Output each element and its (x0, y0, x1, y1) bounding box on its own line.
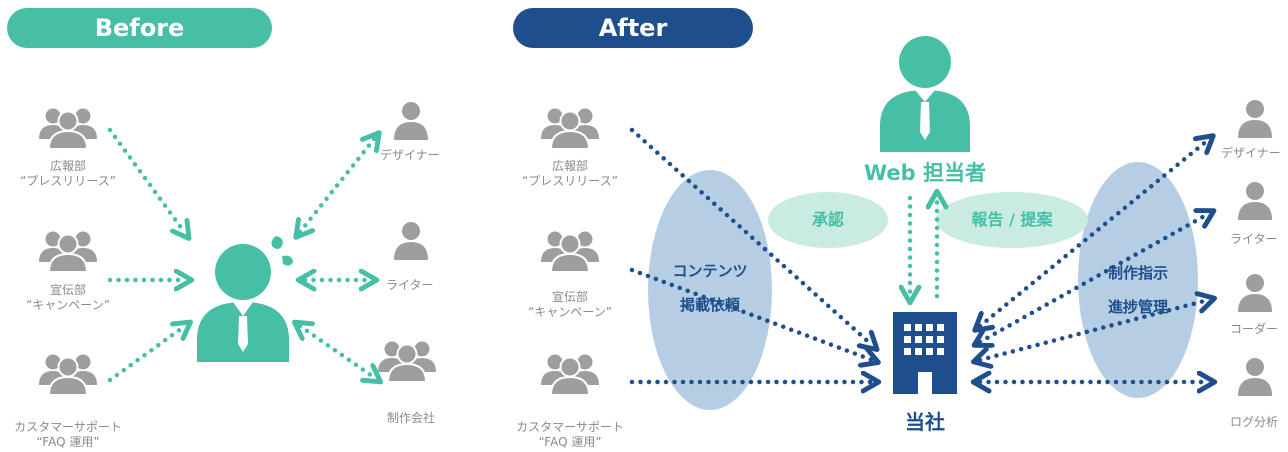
after-target-label-coder: コーダー (1230, 322, 1279, 336)
people-group-icon-support-after (540, 353, 600, 396)
after-source-label-ad: 宣伝部 “キャンペーン” (512, 290, 628, 320)
manage-label-line1: 制作指示 (1107, 264, 1168, 282)
source-label-ad: 宣伝部 “キャンペーン” (10, 283, 126, 313)
building-icon (893, 312, 957, 394)
manager-label: Web 担当者 (863, 161, 986, 185)
person-icon-log-analysis (1238, 358, 1272, 396)
company-label: 当社 (905, 410, 945, 434)
person-icon-designer (394, 102, 428, 140)
after-source-label-support-line1: カスタマーサポート (516, 420, 624, 434)
source-label-support-line2: “FAQ 運用” (36, 435, 100, 449)
after-target-label-log: ログ分析 (1230, 415, 1279, 429)
target-label-designer: デザイナー (380, 148, 440, 162)
person-icon-writer-after (1238, 182, 1272, 220)
after-title: After (513, 8, 753, 48)
person-icon-designer-after (1238, 100, 1272, 138)
source-label-support: カスタマーサポート “FAQ 運用” (4, 420, 132, 450)
manage-label-line2: 進捗管理 (1107, 298, 1168, 316)
after-source-label-support: カスタマーサポート “FAQ 運用” (506, 420, 634, 450)
after-source-label-support-line2: “FAQ 運用” (538, 435, 602, 449)
source-label-ad-line2: “キャンペーン” (26, 298, 110, 312)
target-label-writer: ライター (386, 278, 434, 292)
after-source-label-pr-line2: “プレスリリース” (522, 174, 618, 188)
request-label-line2: 掲載依頼 (679, 296, 740, 314)
after-source-label-pr: 広報部 “プレスリリース” (512, 159, 628, 189)
stressed-person-icon (197, 236, 293, 362)
after-source-label-ad-line2: “キャンペーン” (528, 305, 612, 319)
source-label-pr-line1: 広報部 (49, 159, 86, 173)
person-icon-coder (1238, 274, 1272, 312)
people-group-icon-support (38, 353, 98, 396)
before-title: Before (7, 8, 272, 48)
request-label-line1: コンテンツ (672, 262, 748, 280)
person-icon-writer (394, 222, 428, 260)
approval-label: 承認 (811, 210, 844, 229)
request-ellipse (648, 170, 772, 410)
after-target-label-designer: デザイナー (1221, 146, 1281, 160)
source-label-pr-line2: “プレスリリース” (20, 174, 116, 188)
web-manager-icon (880, 36, 970, 152)
people-group-icon-ad-after (540, 230, 600, 273)
source-label-ad-line1: 宣伝部 (49, 283, 86, 297)
target-label-agency: 制作会社 (387, 411, 436, 425)
source-label-pr: 広報部 “プレスリリース” (10, 159, 126, 189)
source-label-support-line1: カスタマーサポート (14, 420, 122, 434)
after-source-label-pr-line1: 広報部 (551, 159, 588, 173)
people-group-icon-agency (377, 340, 437, 383)
after-source-label-ad-line1: 宣伝部 (551, 290, 588, 304)
report-label: 報告 / 提案 (971, 210, 1053, 229)
people-group-icon-ad (38, 230, 98, 273)
approval-pill (768, 192, 888, 248)
people-group-icon-pr-after (540, 107, 600, 150)
after-target-label-writer: ライター (1230, 232, 1278, 246)
people-group-icon-pr (38, 107, 98, 150)
